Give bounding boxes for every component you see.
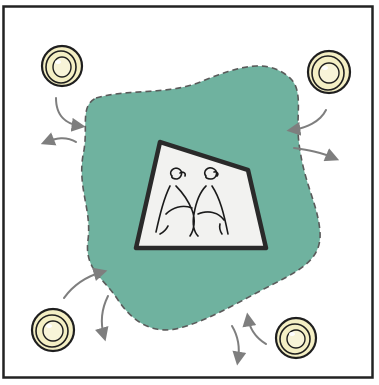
- swirl-orb-icon: [308, 51, 350, 93]
- swirl-orb-icon: [42, 46, 82, 86]
- swirl-orb-icon: [32, 309, 74, 351]
- swirl-orb-icon: [276, 318, 316, 358]
